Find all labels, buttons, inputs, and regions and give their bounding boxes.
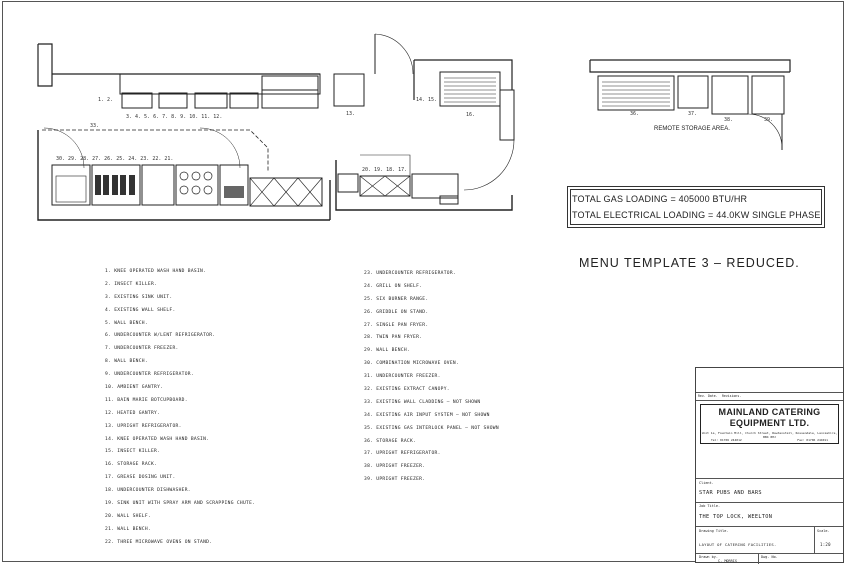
title-block: Rev. Date. Revisions. MAINLAND CATERING … (695, 367, 844, 564)
revision-header: Rev. Date. Revisions. (696, 392, 843, 401)
svg-text:30. 29. 28. 27. 26. 2: 30. 29. 28. 27. 26. 25. 24. 23. 22. 21. (56, 156, 173, 162)
revisions-header: Revisions. (722, 394, 742, 398)
legend-item: 14. KNEE OPERATED WASH HAND BASIN. (105, 436, 210, 442)
scale-value: 1:20 (820, 542, 831, 547)
legend-item: 23. UNDERCOUNTER REFRIGERATOR. (364, 271, 456, 276)
legend-item: 7. UNDERCOUNTER FREEZER. (105, 346, 179, 352)
legend-item: 25. SIX BURNER RANGE. (364, 296, 429, 302)
svg-text:33.: 33. (90, 123, 99, 129)
drawing-label: Drawing Title. (699, 529, 729, 533)
legend-item: 39. UPRIGHT FREEZER. (364, 477, 426, 483)
equipment-legend-right: 23. UNDERCOUNTER REFRIGERATOR. 24. GRILL… (364, 268, 499, 487)
electrical-loading: TOTAL ELECTRICAL LOADING = 44.0KW SINGLE… (572, 210, 821, 220)
legend-item: 36. STORAGE RACK. (364, 438, 417, 444)
legend-item: 12. HEATED GANTRY. (105, 410, 161, 416)
drawing-field: Drawing Title. LAYOUT OF CATERING FACILI… (696, 527, 843, 554)
revision-area (696, 368, 843, 393)
legend-item: 1. KNEE OPERATED WASH HAND BASIN. (105, 269, 207, 274)
drawing-value: LAYOUT OF CATERING FACILITIES. (699, 542, 777, 547)
legend-item: 8. WALL BENCH. (105, 359, 148, 365)
client-field: Client. STAR PUBS AND BARS (696, 478, 843, 503)
legend-item: 18. UNDERCOUNTER DISHWASHER. (105, 488, 191, 494)
drawn-label: Drawn by. (699, 555, 718, 559)
legend-item: 17. GREASE DOSING UNIT. (105, 475, 176, 481)
svg-text:14. 15.: 14. 15. (416, 97, 437, 103)
loading-summary-box: TOTAL GAS LOADING = 405000 BTU/HR TOTAL … (567, 186, 825, 228)
legend-item: 6. UNDERCOUNTER W/LENT REFRIGERATOR. (105, 333, 216, 339)
company-name-line1: MAINLAND CATERING (718, 407, 821, 417)
company-logo-box: MAINLAND CATERING EQUIPMENT LTD. Unit 1a… (700, 404, 839, 444)
legend-item: 22. THREE MICROWAVE OVENS ON STAND. (105, 539, 213, 545)
legend-item: 27. SINGLE PAN FRYER. (364, 322, 429, 328)
kitchen-floor-plan: 1. 2. 3. 4. 5. 6. 7. 8. 9. 10. 11. 12. 1… (37, 33, 791, 221)
legend-item: 15. INSECT KILLER. (105, 449, 161, 455)
legend-item: 35. EXISTING GAS INTERLOCK PANEL – NOT S… (364, 425, 499, 431)
legend-item: 26. GRIDDLE ON STAND. (364, 309, 429, 315)
company-phone: Tel: 01706 244012 (711, 438, 742, 442)
client-value: STAR PUBS AND BARS (699, 490, 762, 496)
legend-item: 32. EXISTING EXTRACT CANOPY. (364, 387, 450, 393)
company-name-line2: EQUIPMENT LTD. (729, 418, 810, 428)
menu-template-title: MENU TEMPLATE 3 – REDUCED. (579, 256, 800, 270)
legend-item: 4. EXISTING WALL SHELF. (105, 307, 176, 313)
legend-item: 5. WALL BENCH. (105, 320, 148, 326)
job-field: Job Title. THE TOP LOCK, WEELTON (696, 502, 843, 527)
legend-item: 24. GRILL ON SHELF. (364, 283, 423, 289)
svg-text:3. 4. 5. 6. 7. 8. 9.: 3. 4. 5. 6. 7. 8. 9. 10. 11. 12. (126, 114, 222, 120)
legend-item: 28. TWIN PAN FRYER. (364, 335, 423, 341)
legend-item: 19. SINK UNIT WITH SPRAY ARM AND SCRAPPI… (105, 501, 256, 507)
date-header: Date. (708, 394, 718, 398)
svg-text:1. 2.: 1. 2. (98, 97, 113, 103)
svg-text:39.: 39. (764, 117, 773, 123)
svg-text:36.: 36. (630, 111, 639, 117)
gas-loading: TOTAL GAS LOADING = 405000 BTU/HR (572, 194, 748, 204)
remote-storage-label: REMOTE STORAGE AREA. (654, 126, 730, 132)
legend-item: 11. BAIN MARIE BOTCUPBOARD. (105, 397, 188, 403)
legend-item: 34. EXISTING AIR INPUT SYSTEM – NOT SHOW… (364, 412, 490, 418)
client-label: Client. (699, 481, 714, 485)
equipment-legend-left: 1. KNEE OPERATED WASH HAND BASIN. 2. INS… (105, 266, 255, 550)
rev-header: Rev. (698, 394, 706, 398)
legend-item: 2. INSECT KILLER. (105, 281, 158, 287)
svg-text:20. 19. 18. 17.: 20. 19. 18. 17. (362, 167, 407, 173)
legend-item: 37. UPRIGHT REFRIGERATOR. (364, 451, 441, 457)
drawn-value: C. MORRIS (718, 559, 737, 563)
legend-item: 3. EXISTING SINK UNIT. (105, 294, 173, 300)
job-label: Job Title. (699, 504, 721, 508)
svg-text:37.: 37. (688, 111, 697, 117)
legend-item: 33. EXISTING WALL CLADDING – NOT SHOWN (364, 399, 481, 405)
legend-item: 29. WALL BENCH. (364, 348, 410, 354)
svg-text:16.: 16. (466, 112, 475, 118)
scale-label: Scale. (817, 529, 830, 533)
legend-item: 9. UNDERCOUNTER REFRIGERATOR. (105, 372, 194, 378)
legend-item: 20. WALL SHELF. (105, 513, 151, 519)
job-value: THE TOP LOCK, WEELTON (699, 514, 773, 520)
company-fax: Fax: 01706 244011 (797, 438, 828, 442)
legend-item: 21. WALL BENCH. (105, 526, 151, 532)
legend-item: 31. UNDERCOUNTER FREEZER. (364, 374, 441, 380)
legend-item: 16. STORAGE RACK. (105, 462, 158, 468)
company-address: Unit 1a, Fountain Mill, Church Street, R… (701, 431, 838, 439)
dwg-no-label: Dwg. No. (761, 555, 778, 559)
legend-item: 13. UPRIGHT REFRIGERATOR. (105, 423, 182, 429)
drawn-field: Drawn by. C. MORRIS Dwg. No. (696, 554, 843, 564)
legend-item: 30. COMBINATION MICROWAVE OVEN. (364, 361, 460, 367)
legend-item: 10. AMBIENT GANTRY. (105, 385, 164, 391)
svg-text:13.: 13. (346, 111, 355, 117)
legend-item: 38. UPRIGHT FREEZER. (364, 464, 426, 470)
svg-text:38.: 38. (724, 117, 733, 123)
